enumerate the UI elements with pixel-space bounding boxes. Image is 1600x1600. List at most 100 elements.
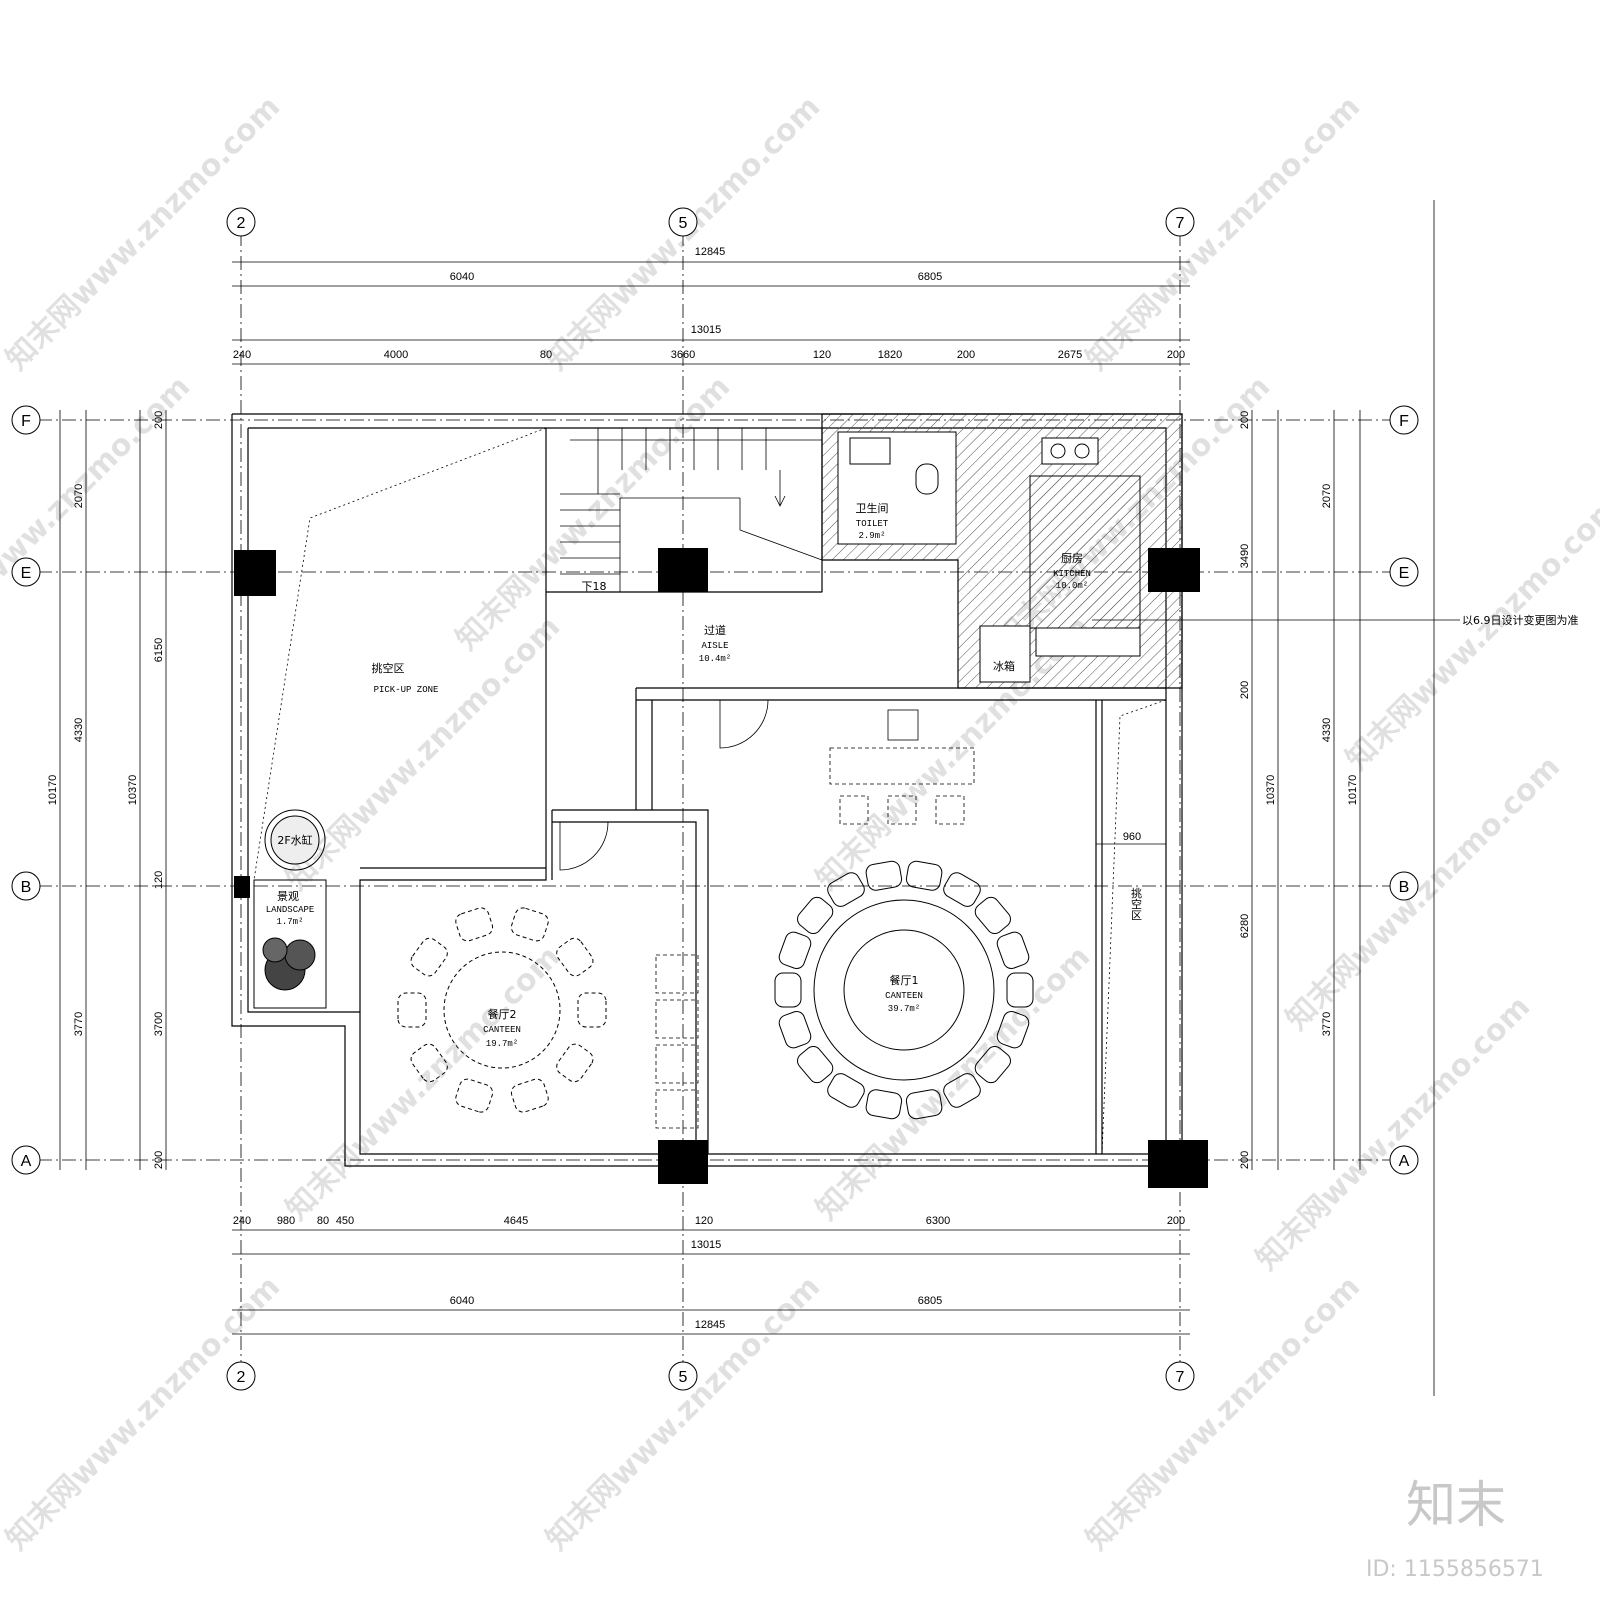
dim-bottom-part: 4645: [504, 1215, 528, 1227]
dim-right-part: 2070: [1321, 484, 1333, 508]
dim-right-part: 4330: [1321, 718, 1333, 742]
note-leader: [1092, 200, 1460, 1396]
dim-top-part: 1820: [878, 349, 902, 361]
dim-corridor: 960: [1123, 831, 1141, 843]
dim-top-part: 2675: [1058, 349, 1082, 361]
chair: [797, 896, 834, 935]
landscape-planter: [253, 809, 327, 1009]
chair: [455, 907, 494, 942]
aisle-area: 10.4m²: [699, 654, 731, 664]
dim-left-part: 4330: [73, 718, 85, 742]
dim-left-small: 200: [153, 411, 165, 429]
dim-left-part: 3770: [73, 1012, 85, 1036]
canteen2-label-en: CANTEEN: [483, 1025, 521, 1035]
dim-bottom-part: 80: [317, 1215, 329, 1227]
canteen1-area: 39.7m²: [888, 1004, 920, 1014]
chair: [410, 1043, 448, 1083]
kitchen-label-en: KITCHEN: [1053, 569, 1091, 579]
axis-bubble-left-B: B: [11, 871, 41, 901]
chair: [974, 896, 1011, 935]
structural-columns: [234, 548, 1208, 1188]
dim-left-mid: 3700: [153, 1012, 165, 1036]
chair: [827, 872, 865, 907]
axis-bubble-right-E: E: [1389, 557, 1419, 587]
dim-right-inner: 10370: [1265, 775, 1277, 806]
bar-table: [655, 709, 975, 1129]
chair: [943, 872, 981, 907]
dim-left-mid: 6150: [153, 638, 165, 662]
dim-right-mid: 6280: [1239, 914, 1251, 938]
watermark-text: 知末网www.znzmo.com: [1279, 749, 1567, 1037]
dim-left-outer: 10170: [47, 775, 59, 806]
axis-bubble-left-F: F: [11, 405, 41, 435]
chair: [974, 1045, 1011, 1084]
fishtank-label: 2F水缸: [277, 833, 312, 847]
staircase: [545, 427, 823, 593]
design-change-note: 以6.9日设计变更图为准: [1462, 613, 1579, 627]
dim-bottom-b: 6805: [918, 1295, 942, 1307]
brand-id: ID: 1155856571: [1366, 1557, 1544, 1582]
dim-left-part: 2070: [73, 484, 85, 508]
toilet-area: 2.9m²: [858, 531, 885, 541]
dim-left-inner: 10370: [127, 775, 139, 806]
canteen1-table: [774, 860, 1034, 1120]
chair: [556, 1043, 594, 1083]
chair: [510, 1078, 549, 1113]
dim-left-small: 120: [153, 871, 165, 889]
dim-top-part: 4000: [384, 349, 408, 361]
dim-bottom-total: 12845: [695, 1319, 726, 1331]
dim-right-small: 200: [1239, 681, 1251, 699]
svg-text:E: E: [21, 565, 32, 582]
svg-text:7: 7: [1176, 215, 1185, 232]
dim-right-mid: 3490: [1239, 544, 1251, 568]
watermark-text: 知末网www.znzmo.com: [809, 939, 1097, 1227]
canteen1-label-en: CANTEEN: [885, 991, 923, 1001]
axis-bubble-left-E: E: [11, 557, 41, 587]
canteen2-table: [397, 907, 607, 1113]
watermark-text: 知末网www.znzmo.com: [449, 369, 737, 657]
svg-text:5: 5: [679, 215, 688, 232]
chair: [865, 1089, 903, 1120]
chair: [943, 1073, 981, 1108]
chair: [778, 931, 812, 969]
landscape-label: 景观: [277, 890, 299, 903]
fridge-label: 冰箱: [993, 659, 1015, 673]
axis-bubble-right-B: B: [1389, 871, 1419, 901]
dim-top-total: 12845: [695, 246, 726, 258]
dim-top-part: 200: [957, 349, 975, 361]
svg-text:2: 2: [237, 1369, 246, 1386]
pickup-zone-label: 挑空区: [372, 661, 405, 675]
kitchen-toilet-block: [821, 413, 1183, 689]
axis-bubble-bottom-5: 5: [668, 1361, 698, 1391]
chair: [577, 992, 607, 1028]
chair: [1006, 972, 1034, 1008]
svg-text:2: 2: [237, 215, 246, 232]
dim-bottom-part: 6300: [926, 1215, 950, 1227]
dim-left-small: 200: [153, 1151, 165, 1169]
chair: [905, 860, 943, 891]
svg-text:F: F: [21, 413, 31, 430]
watermark-text: 知末网www.znzmo.com: [1079, 89, 1367, 377]
void-outline: [253, 427, 547, 881]
pickup-zone-label-en: PICK-UP ZONE: [374, 685, 439, 695]
svg-text:7: 7: [1176, 1369, 1185, 1386]
axis-bubble-top-2: 2: [226, 207, 256, 237]
dim-right-small: 200: [1239, 1151, 1251, 1169]
dimension-lines: [59, 261, 1361, 1335]
chair: [397, 992, 427, 1028]
brand-logo: 知末: [1406, 1476, 1506, 1534]
chair: [774, 972, 802, 1008]
aisle-label-en: AISLE: [701, 641, 728, 651]
void-right-label: 挑空区: [1130, 886, 1143, 920]
watermark-text: 知末网www.znzmo.com: [1079, 1269, 1367, 1557]
axis-bubble-top-5: 5: [668, 207, 698, 237]
dim-bottom-a: 6040: [450, 1295, 474, 1307]
dim-bottom-part: 120: [695, 1215, 713, 1227]
canteen2-label: 餐厅2: [488, 1007, 517, 1021]
aisle-label: 过道: [704, 623, 726, 637]
svg-text:A: A: [1399, 1153, 1410, 1170]
chair: [797, 1045, 834, 1084]
axis-bubble-top-7: 7: [1165, 207, 1195, 237]
dim-right-outer: 10170: [1347, 775, 1359, 806]
